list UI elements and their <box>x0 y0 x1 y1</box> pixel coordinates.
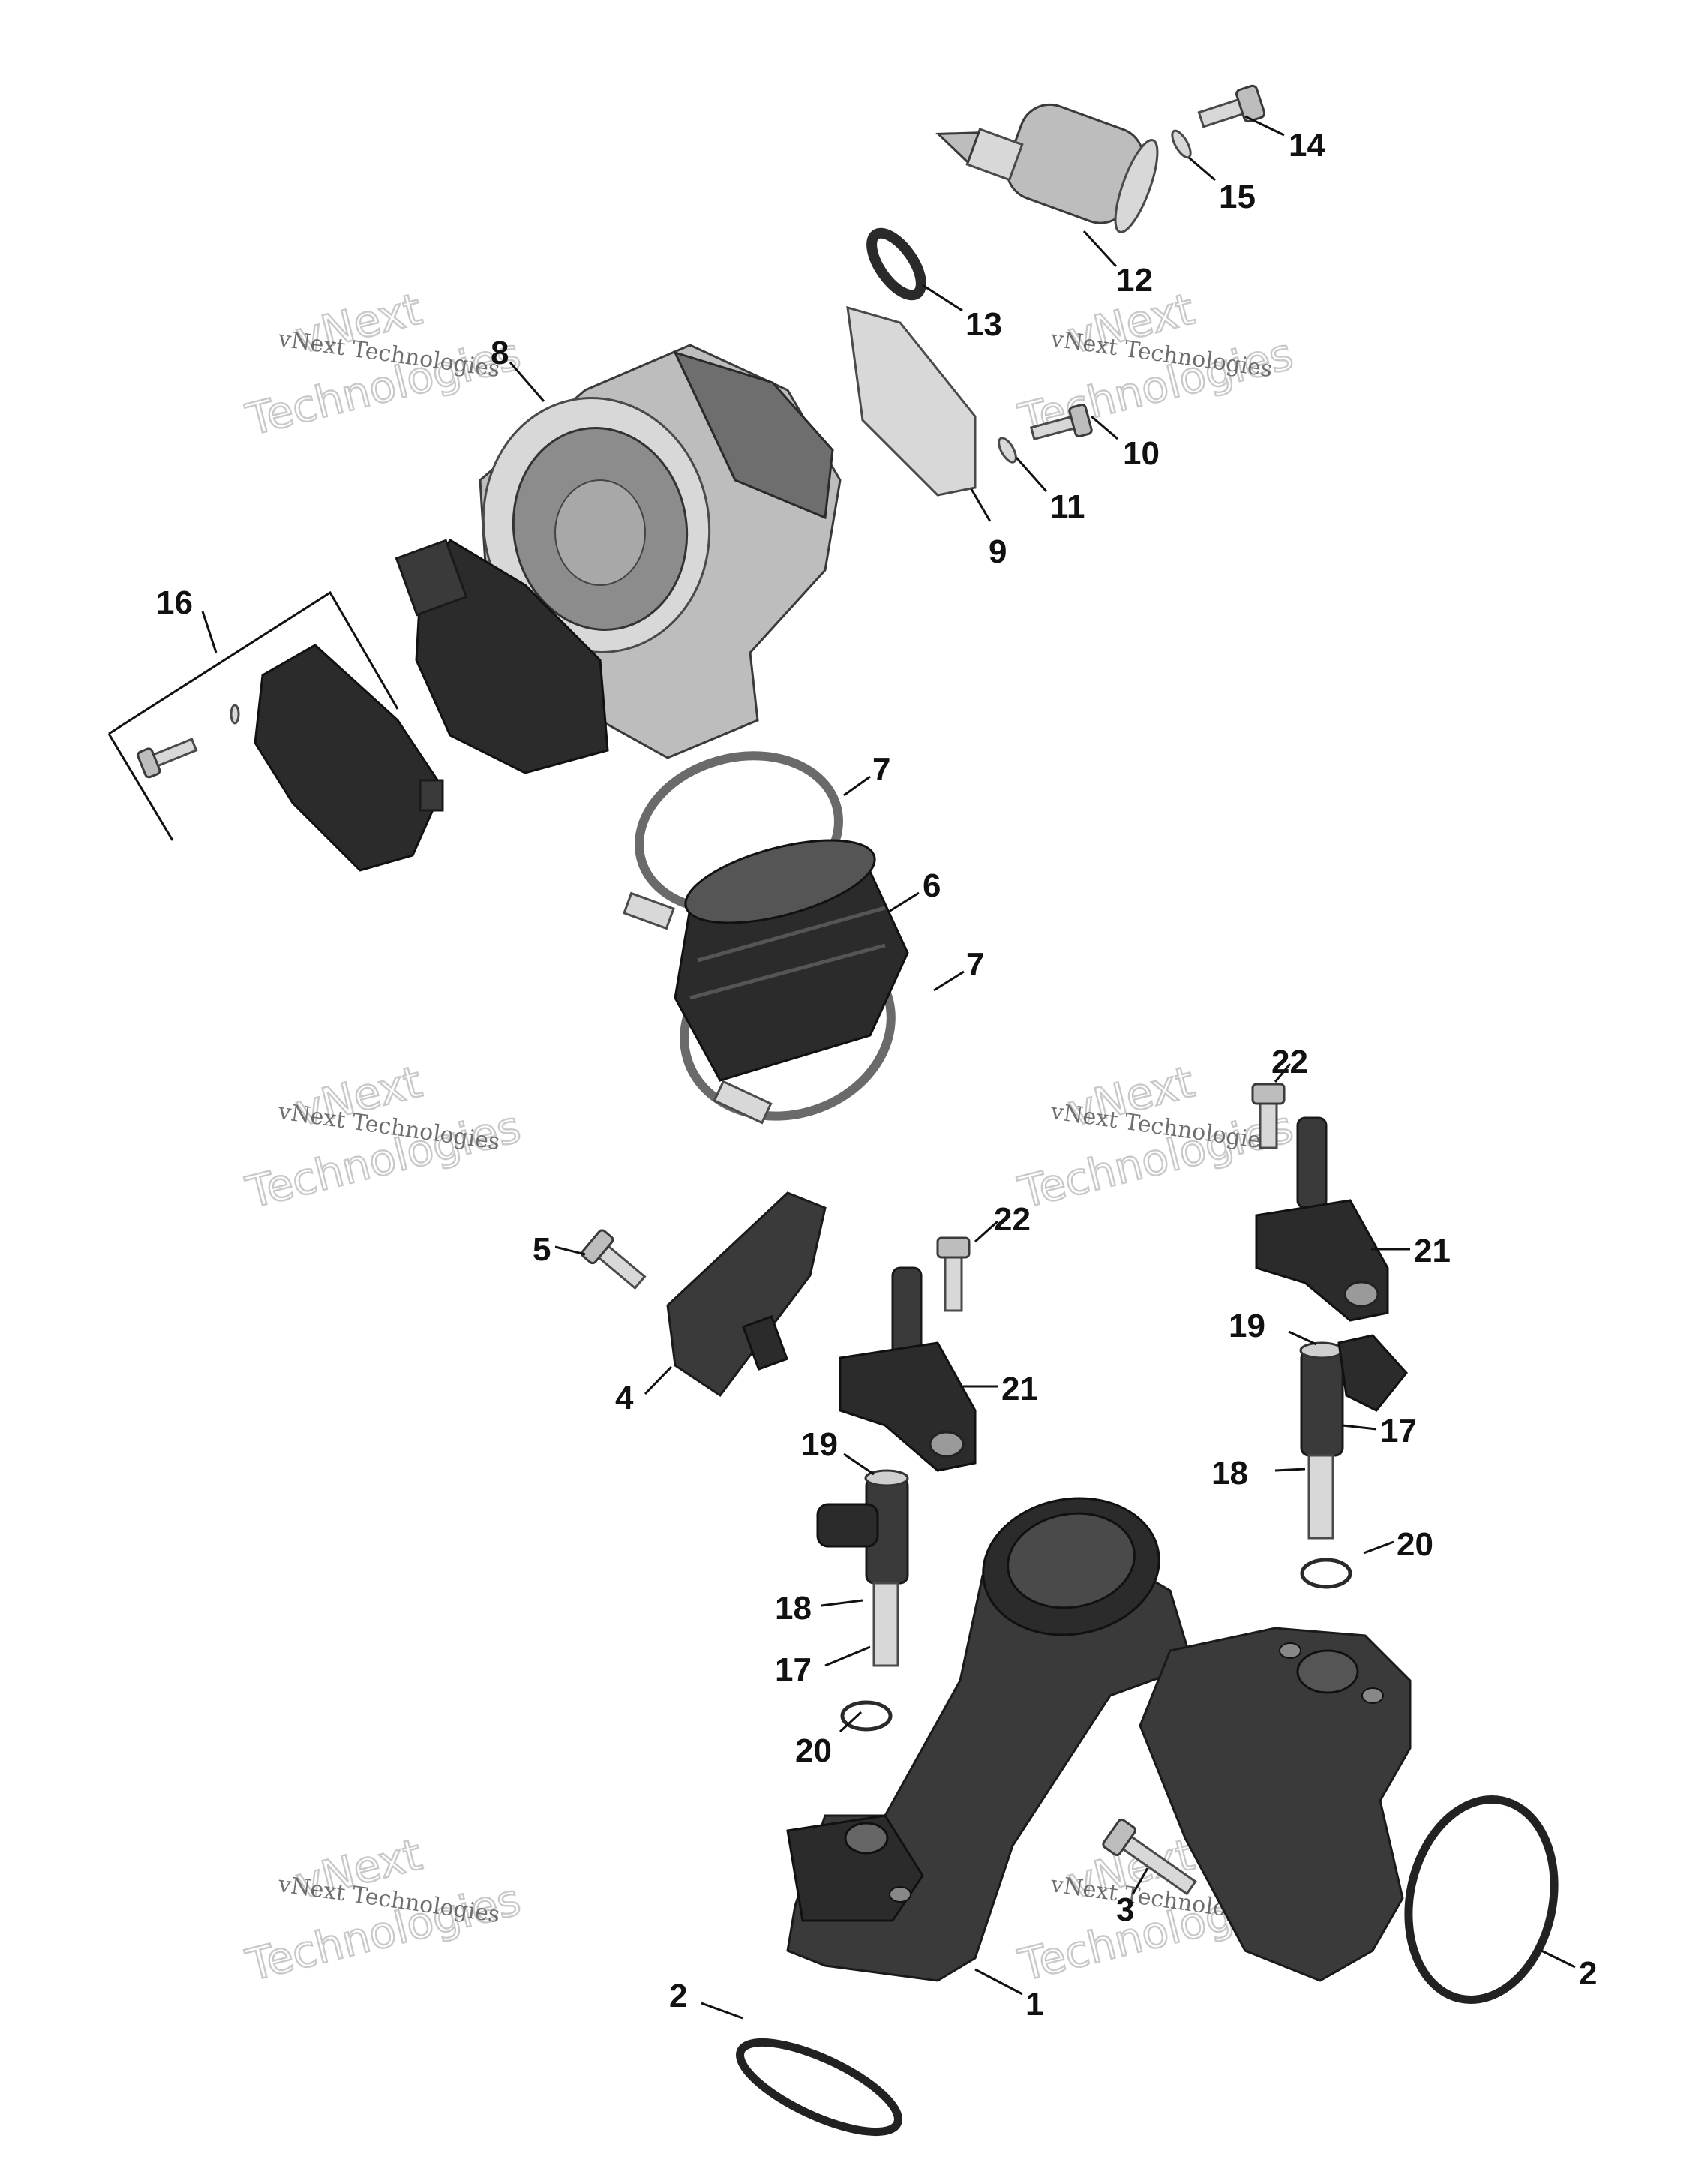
part-16-bracket-line <box>108 590 399 735</box>
callout-6: 6 <box>923 867 941 904</box>
callout-7-lower: 7 <box>966 946 984 983</box>
callout-12: 12 <box>1116 262 1153 299</box>
callout-14: 14 <box>1289 127 1325 164</box>
callout-10: 10 <box>1123 435 1160 472</box>
part-17-injector-center <box>816 1469 909 1667</box>
callout-2-right: 2 <box>1579 1955 1597 1992</box>
part-2-gasket-lower <box>736 2038 902 2137</box>
callout-20-center: 20 <box>795 1732 832 1769</box>
part-21-fuel-connector-center <box>839 1266 977 1472</box>
part-15-washer <box>1171 129 1192 159</box>
part-11-washer <box>998 437 1017 464</box>
callout-15: 15 <box>1219 179 1256 215</box>
callout-19-center: 19 <box>801 1426 838 1463</box>
callout-18-center: 18 <box>775 1590 812 1627</box>
part-5-bolt <box>581 1229 647 1290</box>
part-1-intake-manifold <box>786 1497 1412 1982</box>
callout-17-center: 17 <box>775 1651 812 1688</box>
part-7-clamp-upper-screw <box>623 891 675 930</box>
callout-21-center: 21 <box>1001 1371 1038 1407</box>
callout-22-right: 22 <box>1271 1044 1308 1080</box>
callout-13: 13 <box>965 306 1002 343</box>
callout-3: 3 <box>1116 1891 1134 1928</box>
callout-18-right: 18 <box>1211 1455 1248 1492</box>
callout-17-right: 17 <box>1380 1413 1417 1449</box>
callout-8: 8 <box>491 335 509 371</box>
part-6-rubber-boot <box>674 839 909 1082</box>
part-19-seal-right <box>1299 1341 1344 1359</box>
callout-2-lower: 2 <box>669 1978 687 2014</box>
part-20-o-ring-right <box>1300 1558 1352 1589</box>
part-17-injector-right <box>1299 1334 1408 1540</box>
callout-labels: 14 15 12 13 8 10 11 9 16 7 6 7 22 5 22 2… <box>156 127 1597 2023</box>
part-14-bolt <box>1197 84 1266 128</box>
callout-22-center: 22 <box>994 1201 1031 1238</box>
callout-21-right: 21 <box>1414 1233 1451 1269</box>
callout-1: 1 <box>1025 1986 1043 2023</box>
part-19-seal-center <box>864 1469 909 1487</box>
callout-9: 9 <box>989 533 1007 570</box>
part-3-bolt <box>1102 1818 1197 1896</box>
part-12-idle-valve <box>935 103 1159 233</box>
part-7-clamp-lower-screw <box>713 1080 773 1125</box>
leader-16 <box>201 611 218 653</box>
part-10-screw <box>1029 403 1093 441</box>
part-22-bolt-right <box>1251 1083 1286 1149</box>
callout-7-upper: 7 <box>872 751 890 788</box>
part-9-plate <box>846 305 977 497</box>
part-13-o-ring <box>866 227 926 301</box>
part-4-map-sensor <box>666 1191 827 1398</box>
part-16-bracket-line <box>107 733 174 841</box>
part-22-bolt-center <box>936 1236 971 1312</box>
callout-5: 5 <box>533 1231 551 1268</box>
callout-20-right: 20 <box>1397 1526 1433 1563</box>
callout-16: 16 <box>156 584 193 621</box>
callout-11: 11 <box>1050 488 1085 525</box>
part-16-sensor-assembly <box>137 644 444 872</box>
part-20-o-ring-center <box>840 1700 893 1732</box>
part-21-fuel-connector-right <box>1255 1116 1389 1322</box>
leader-lines <box>509 115 1576 2020</box>
part-2-gasket-right <box>1404 1795 1559 2005</box>
callout-19-right: 19 <box>1229 1308 1265 1344</box>
callout-4: 4 <box>615 1380 634 1416</box>
part-8-throttle-body <box>395 344 842 774</box>
